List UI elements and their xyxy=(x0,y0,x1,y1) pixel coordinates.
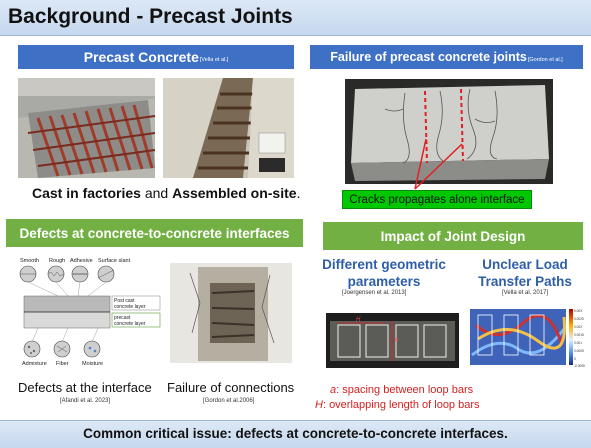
impact-banner: Impact of Joint Design xyxy=(323,222,583,250)
label-rough: Rough xyxy=(49,258,65,264)
crack-callout: Cracks propagates alone interface xyxy=(342,190,532,209)
precast-banner-ref: [Vella et al.] xyxy=(199,57,229,63)
interface-defects-diagram: Smooth Rough Adhesive Surface slant Post… xyxy=(18,256,163,368)
rebar-factory-photo xyxy=(18,78,155,178)
caption-period: . xyxy=(296,185,301,201)
connections-ref: [Gordon et al.2006] xyxy=(203,398,255,404)
scale-tick: 0.003 xyxy=(574,309,582,313)
joint-specimen-photo: H a xyxy=(326,313,459,368)
caption-cast: Cast in factories xyxy=(32,185,141,201)
load-paths-ref: [Vella et al. 2017] xyxy=(502,290,549,296)
spacing-definition: a: spacing between loop bars xyxy=(330,384,473,396)
label-fiber: Fiber xyxy=(56,361,69,367)
caption-assembled: Assembled on-site xyxy=(172,185,297,201)
cracked-joint-photo xyxy=(345,79,553,184)
defects-caption: Defects at the interface xyxy=(18,380,152,395)
scale-tick: 0.0005 xyxy=(574,349,584,353)
specimen-label-h: H xyxy=(356,317,361,323)
load-heading-2: Transfer Paths xyxy=(478,274,572,289)
specimen-label-a: a xyxy=(395,337,399,343)
overlap-symbol: H xyxy=(315,399,323,411)
spacing-text: : spacing between loop bars xyxy=(336,384,474,396)
label-adhesive: Adhesive xyxy=(70,258,93,264)
label-moisture: Moisture xyxy=(82,361,103,367)
scale-tick: 0.0015 xyxy=(574,333,584,337)
defects-ref: [Afandi et al. 2023] xyxy=(60,398,111,404)
load-paths-heading: Unclear Load Transfer Paths xyxy=(470,256,580,290)
overlap-text: : overlapping length of loop bars xyxy=(322,399,480,411)
title-bar xyxy=(0,0,591,36)
label-admixture: Admixture xyxy=(22,361,47,367)
defects-banner: Defects at concrete-to-concrete interfac… xyxy=(6,219,303,247)
scale-tick: 0.001 xyxy=(574,341,582,345)
precast-caption: Cast in factories and Assembled on-site. xyxy=(32,185,300,201)
colorbar xyxy=(569,309,573,365)
failure-banner-label: Failure of precast concrete joints xyxy=(330,50,527,64)
label-smooth: Smooth xyxy=(20,258,39,264)
scale-tick: -0.0005 xyxy=(574,364,585,368)
caption-and: and xyxy=(140,185,173,201)
scale-tick: 0.0025 xyxy=(574,317,584,321)
scale-tick: 0 xyxy=(574,357,576,361)
page-title: Background - Precast Joints xyxy=(8,5,293,28)
connections-caption: Failure of connections xyxy=(167,380,295,395)
geometric-heading-2: parameters xyxy=(347,274,421,289)
load-heading-1: Unclear Load xyxy=(482,257,568,272)
geometric-parameters-heading: Different geometric parameters xyxy=(318,256,450,290)
failed-connection-photo xyxy=(170,263,292,363)
bottom-bar xyxy=(0,420,591,448)
label-precast-2: concrete layer xyxy=(114,321,146,327)
callout-arrows xyxy=(414,138,463,190)
geometric-ref: [Joergensen et al. 2013] xyxy=(342,290,407,296)
spacing-symbol: a xyxy=(330,384,337,396)
failure-joints-banner: Failure of precast concrete joints[Gordo… xyxy=(310,45,583,69)
precast-banner-label: Precast Concrete xyxy=(83,49,199,65)
scale-tick: 0.002 xyxy=(574,325,582,329)
label-post-cast-2: concrete layer xyxy=(114,304,146,310)
label-surface-slant: Surface slant xyxy=(98,258,131,264)
label-post-cast: Post cast xyxy=(114,298,135,304)
precast-elements-photo xyxy=(163,78,294,178)
precast-concrete-banner: Precast Concrete[Vella et al.] xyxy=(18,45,294,69)
common-issue-statement: Common critical issue: defects at concre… xyxy=(83,426,508,441)
load-path-contour-plot: 0.003 0.0025 0.002 0.0015 0.001 0.0005 0… xyxy=(468,305,586,371)
overlap-definition: H: overlapping length of loop bars xyxy=(315,399,480,411)
geometric-heading-1: Different geometric xyxy=(322,257,446,272)
label-precast: precast xyxy=(114,315,131,321)
failure-banner-ref: [Gordon et al.] xyxy=(527,57,563,63)
